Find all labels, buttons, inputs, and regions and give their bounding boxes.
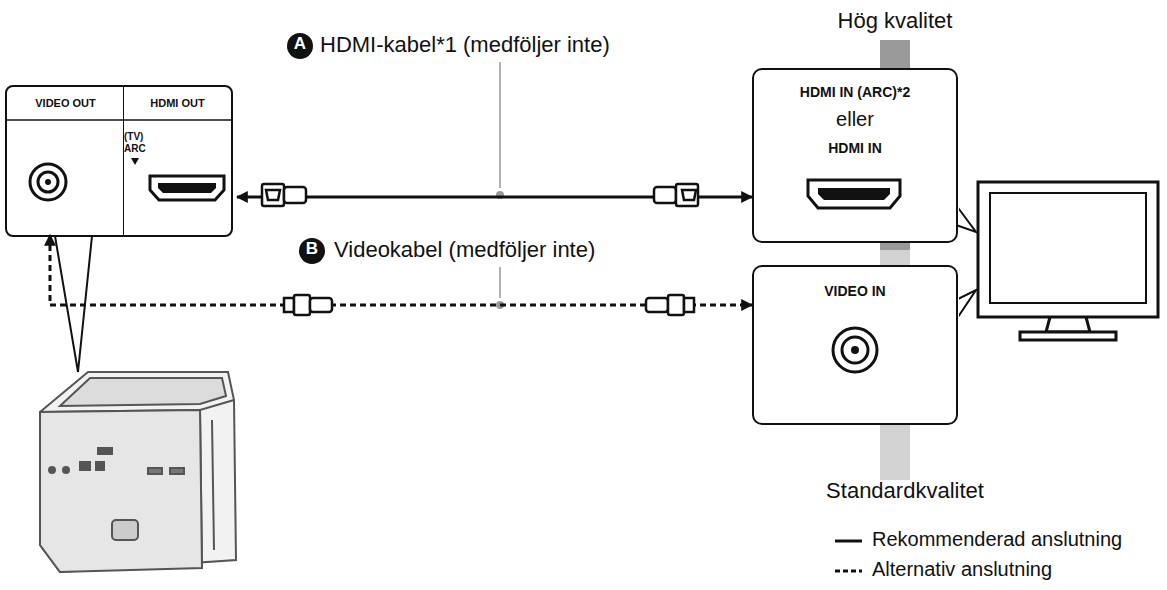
port-label: eller: [754, 108, 956, 131]
tv-icon: [978, 182, 1158, 317]
callout-fill: [752, 265, 958, 425]
port-label: HDMI IN (ARC)*2: [754, 84, 956, 100]
callout-fill: [752, 68, 958, 243]
legend-text: Alternativ anslutning: [872, 558, 1052, 581]
callout-circle: [299, 238, 325, 264]
cable-label: HDMI-kabel*1 (medföljer inte): [320, 32, 610, 57]
hdmi-port: [808, 180, 900, 208]
leader-line: [499, 62, 501, 188]
legend-sample: [835, 570, 862, 573]
quality-label: Hög kvalitet: [835, 8, 955, 33]
quality-label: Standardkvalitet: [810, 478, 1000, 503]
callout-circle: [287, 33, 313, 59]
rca-plug: [284, 295, 694, 315]
rca-port: [833, 328, 877, 372]
rca-port: [30, 164, 66, 200]
cable-label: Videokabel (medföljer inte): [334, 237, 595, 262]
port-cell: VIDEO OUT: [7, 87, 124, 235]
port-label: (TV) ARC: [124, 131, 158, 154]
callout-letter: A: [287, 34, 313, 54]
callout-box: HDMI IN (ARC)*2 ellerHDMI IN: [752, 68, 958, 243]
hdmi-plug: [262, 184, 698, 206]
callout-letter: B: [299, 239, 325, 259]
connector-panel: VIDEO OUTHDMI OUT(TV) ARC: [5, 85, 233, 237]
port-cell: HDMI OUT (TV) ARC: [118, 87, 237, 235]
hdmi-port: [150, 176, 224, 200]
hdmi-port: [818, 188, 890, 200]
port-label: VIDEO OUT: [7, 97, 124, 110]
port-label: HDMI IN: [754, 140, 956, 156]
legend-sample: [835, 540, 862, 543]
leader-line: [499, 267, 501, 298]
legend-text: Rekommenderad anslutning: [872, 528, 1122, 551]
callout-box: VIDEO IN: [752, 265, 958, 425]
port-label: HDMI OUT: [118, 97, 237, 110]
port-label: VIDEO IN: [754, 283, 956, 299]
cable-connector: [50, 235, 752, 305]
device-illustration: [40, 372, 236, 572]
